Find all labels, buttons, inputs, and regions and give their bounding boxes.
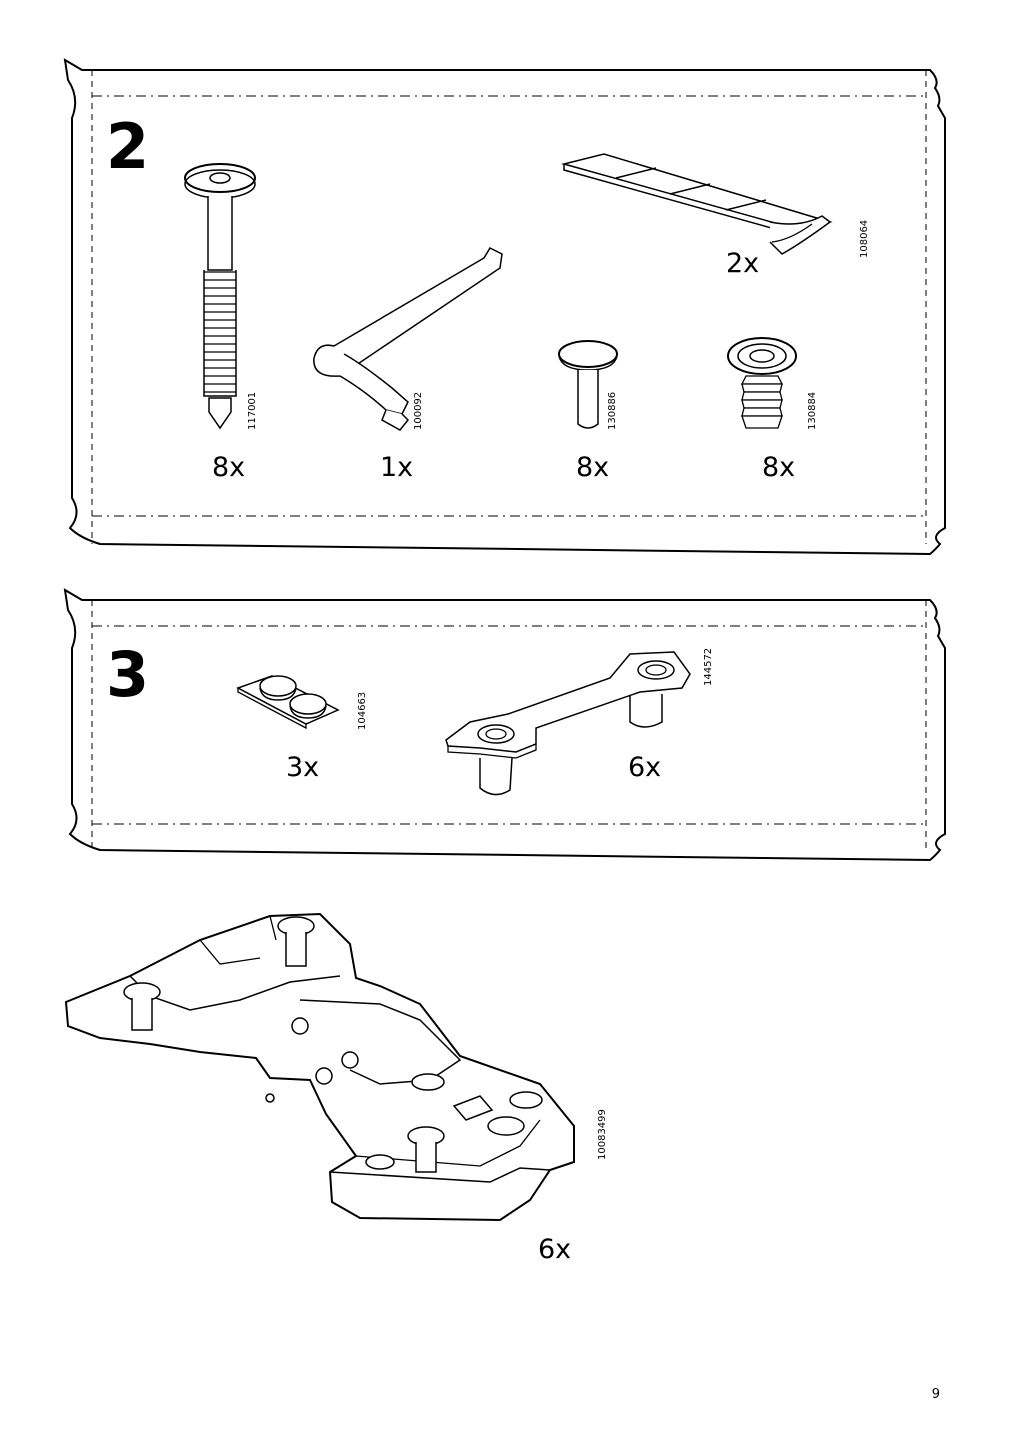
bolt-icon [184, 163, 256, 430]
step-number: 2 [106, 110, 150, 183]
bag-outline [63, 58, 946, 556]
part-code: 130884 [807, 391, 818, 430]
cam-bushing-icon [727, 337, 797, 429]
parts-bag-step-2: 2 117001 8x 100092 1x 130886 8x [60, 58, 952, 558]
page-number: 9 [931, 1387, 940, 1402]
part-quantity: 8x [576, 452, 610, 483]
part-quantity: 8x [762, 452, 796, 483]
allen-key-icon [313, 247, 503, 431]
part-code: 100092 [413, 391, 424, 430]
parts-bag-step-3: 3 104663 3x 144572 6x [60, 588, 952, 864]
step-number: 3 [106, 638, 150, 711]
hinge-icon [64, 912, 575, 1222]
part-quantity: 8x [212, 452, 246, 483]
bag-outline [63, 588, 946, 862]
part-code: 130886 [607, 391, 618, 430]
bumper-pads-icon [236, 675, 340, 730]
part-code: 10083499 [597, 1109, 608, 1160]
part-code: 108064 [859, 219, 870, 258]
part-code: 144572 [703, 647, 714, 686]
part-quantity: 2x [726, 248, 760, 279]
part-quantity: 6x [628, 752, 662, 783]
part-quantity: 1x [380, 452, 414, 483]
mounting-plate-icon [445, 651, 691, 796]
part-code: 117001 [247, 391, 258, 430]
peg-icon [558, 340, 618, 429]
part-quantity: 3x [286, 752, 320, 783]
part-quantity: 6x [538, 1234, 572, 1265]
part-code: 104663 [357, 691, 368, 730]
adhesive-strip-icon [561, 153, 833, 255]
